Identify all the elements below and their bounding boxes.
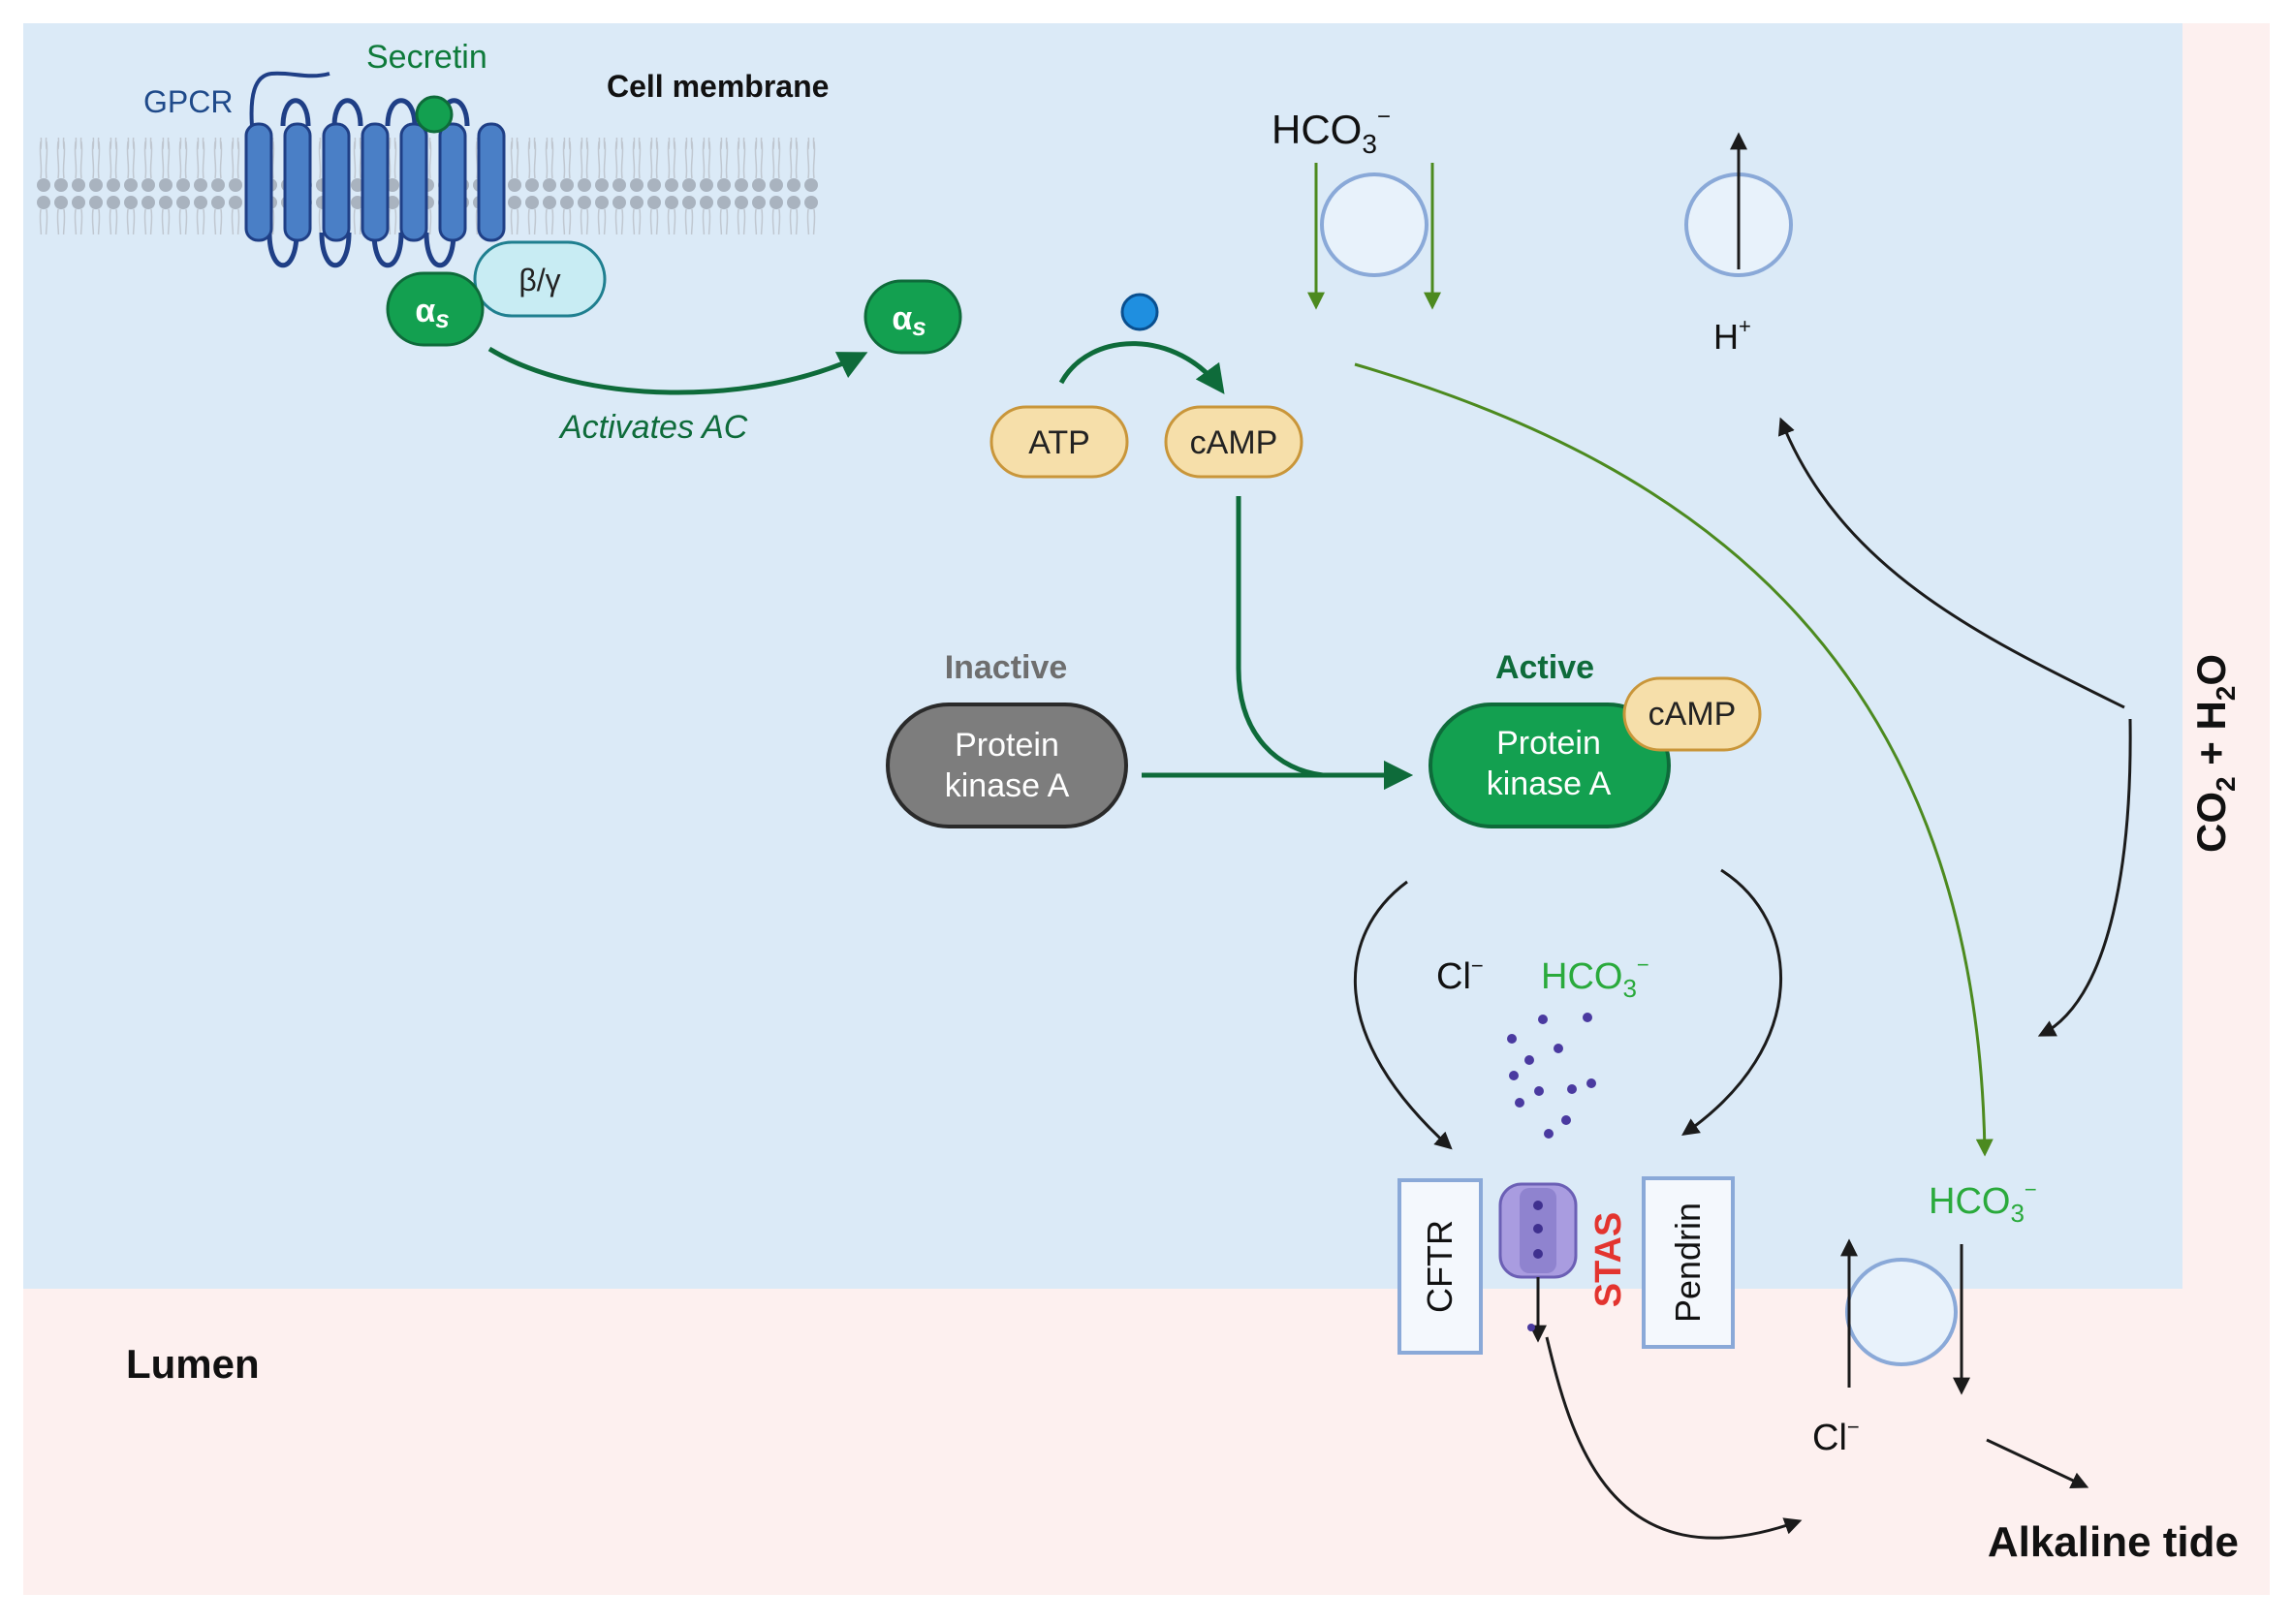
svg-text:Protein: Protein bbox=[955, 727, 1059, 764]
svg-text:Pendrin: Pendrin bbox=[1668, 1202, 1708, 1323]
inactive-label: Inactive bbox=[945, 649, 1068, 686]
svg-text:Protein: Protein bbox=[1496, 725, 1601, 762]
stas-to-lumen-arrow bbox=[1545, 1336, 1803, 1540]
atp-to-camp-arrow bbox=[1058, 341, 1225, 394]
secretin-label: Secretin bbox=[366, 39, 487, 76]
cl-hco3-exchanger bbox=[1840, 1238, 1970, 1395]
hco3-label-apical: HCO3− bbox=[1541, 953, 1649, 1003]
pka-inactive-node: Protein kinase A bbox=[886, 703, 1128, 828]
pka-to-pendrin-arrow bbox=[1681, 868, 1782, 1137]
lumen-label: Lumen bbox=[126, 1341, 260, 1387]
hco3-label-top: HCO3− bbox=[1272, 104, 1391, 159]
hco3-intracellular-arrow bbox=[1354, 362, 1994, 1157]
cell-membrane-label: Cell membrane bbox=[607, 69, 829, 104]
camp-bound-node: cAMP bbox=[1622, 676, 1762, 752]
active-label: Active bbox=[1495, 649, 1594, 686]
svg-text:cAMP: cAMP bbox=[1648, 696, 1737, 733]
svg-text:kinase A: kinase A bbox=[945, 767, 1070, 804]
alpha-s-subunit-free: αs bbox=[863, 279, 962, 355]
alkaline-tide-arrow bbox=[1986, 1438, 2089, 1489]
gpcr-label: GPCR bbox=[143, 84, 233, 119]
stas-label: STAS bbox=[1588, 1212, 1629, 1308]
h-plus-label: H+ bbox=[1713, 314, 1751, 357]
stas-channel bbox=[1498, 1182, 1578, 1343]
co2-to-h-plus-arrow bbox=[1777, 417, 2125, 709]
co2-to-hco3-arrow bbox=[2037, 718, 2132, 1037]
activates-ac-label: Activates AC bbox=[558, 409, 748, 446]
alkaline-tide-label: Alkaline tide bbox=[1988, 1518, 2239, 1566]
alpha-s-subunit-bound: αs bbox=[386, 271, 485, 347]
ion-particles bbox=[1507, 1013, 1596, 1139]
secretin-ligand-icon bbox=[415, 95, 454, 134]
svg-text:β/γ: β/γ bbox=[518, 263, 560, 297]
activates-ac-arrow bbox=[487, 346, 868, 395]
co2-h2o-label: CO2 + H2O bbox=[2188, 654, 2241, 853]
cell-membrane-bilayer bbox=[35, 138, 822, 234]
pka-to-cftr-arrow bbox=[1353, 880, 1453, 1150]
right-margin-panel bbox=[2182, 23, 2270, 1289]
cl-label-apical: Cl− bbox=[1436, 953, 1484, 997]
atp-node: ATP bbox=[989, 405, 1129, 479]
svg-text:ATP: ATP bbox=[1028, 424, 1090, 461]
adenylyl-cyclase-dot-icon bbox=[1120, 293, 1159, 331]
svg-text:αs: αs bbox=[892, 300, 926, 341]
gpcr-receptor bbox=[244, 71, 506, 267]
pka-active-node: Protein kinase A bbox=[1429, 703, 1671, 828]
cftr-transporter: CFTR bbox=[1397, 1178, 1483, 1355]
beta-gamma-subunit: β/γ bbox=[473, 240, 607, 318]
svg-text:CFTR: CFTR bbox=[1420, 1220, 1460, 1313]
svg-text:kinase A: kinase A bbox=[1487, 765, 1612, 802]
pendrin-transporter: Pendrin bbox=[1642, 1176, 1735, 1349]
proton-channel bbox=[1684, 132, 1793, 277]
svg-text:cAMP: cAMP bbox=[1190, 424, 1278, 461]
camp-node: cAMP bbox=[1164, 405, 1303, 479]
hco3-transporter-top bbox=[1307, 163, 1441, 310]
cl-label-basal: Cl− bbox=[1812, 1415, 1860, 1458]
hco3-label-basal: HCO3− bbox=[1929, 1177, 2037, 1228]
svg-text:αs: αs bbox=[415, 293, 449, 333]
